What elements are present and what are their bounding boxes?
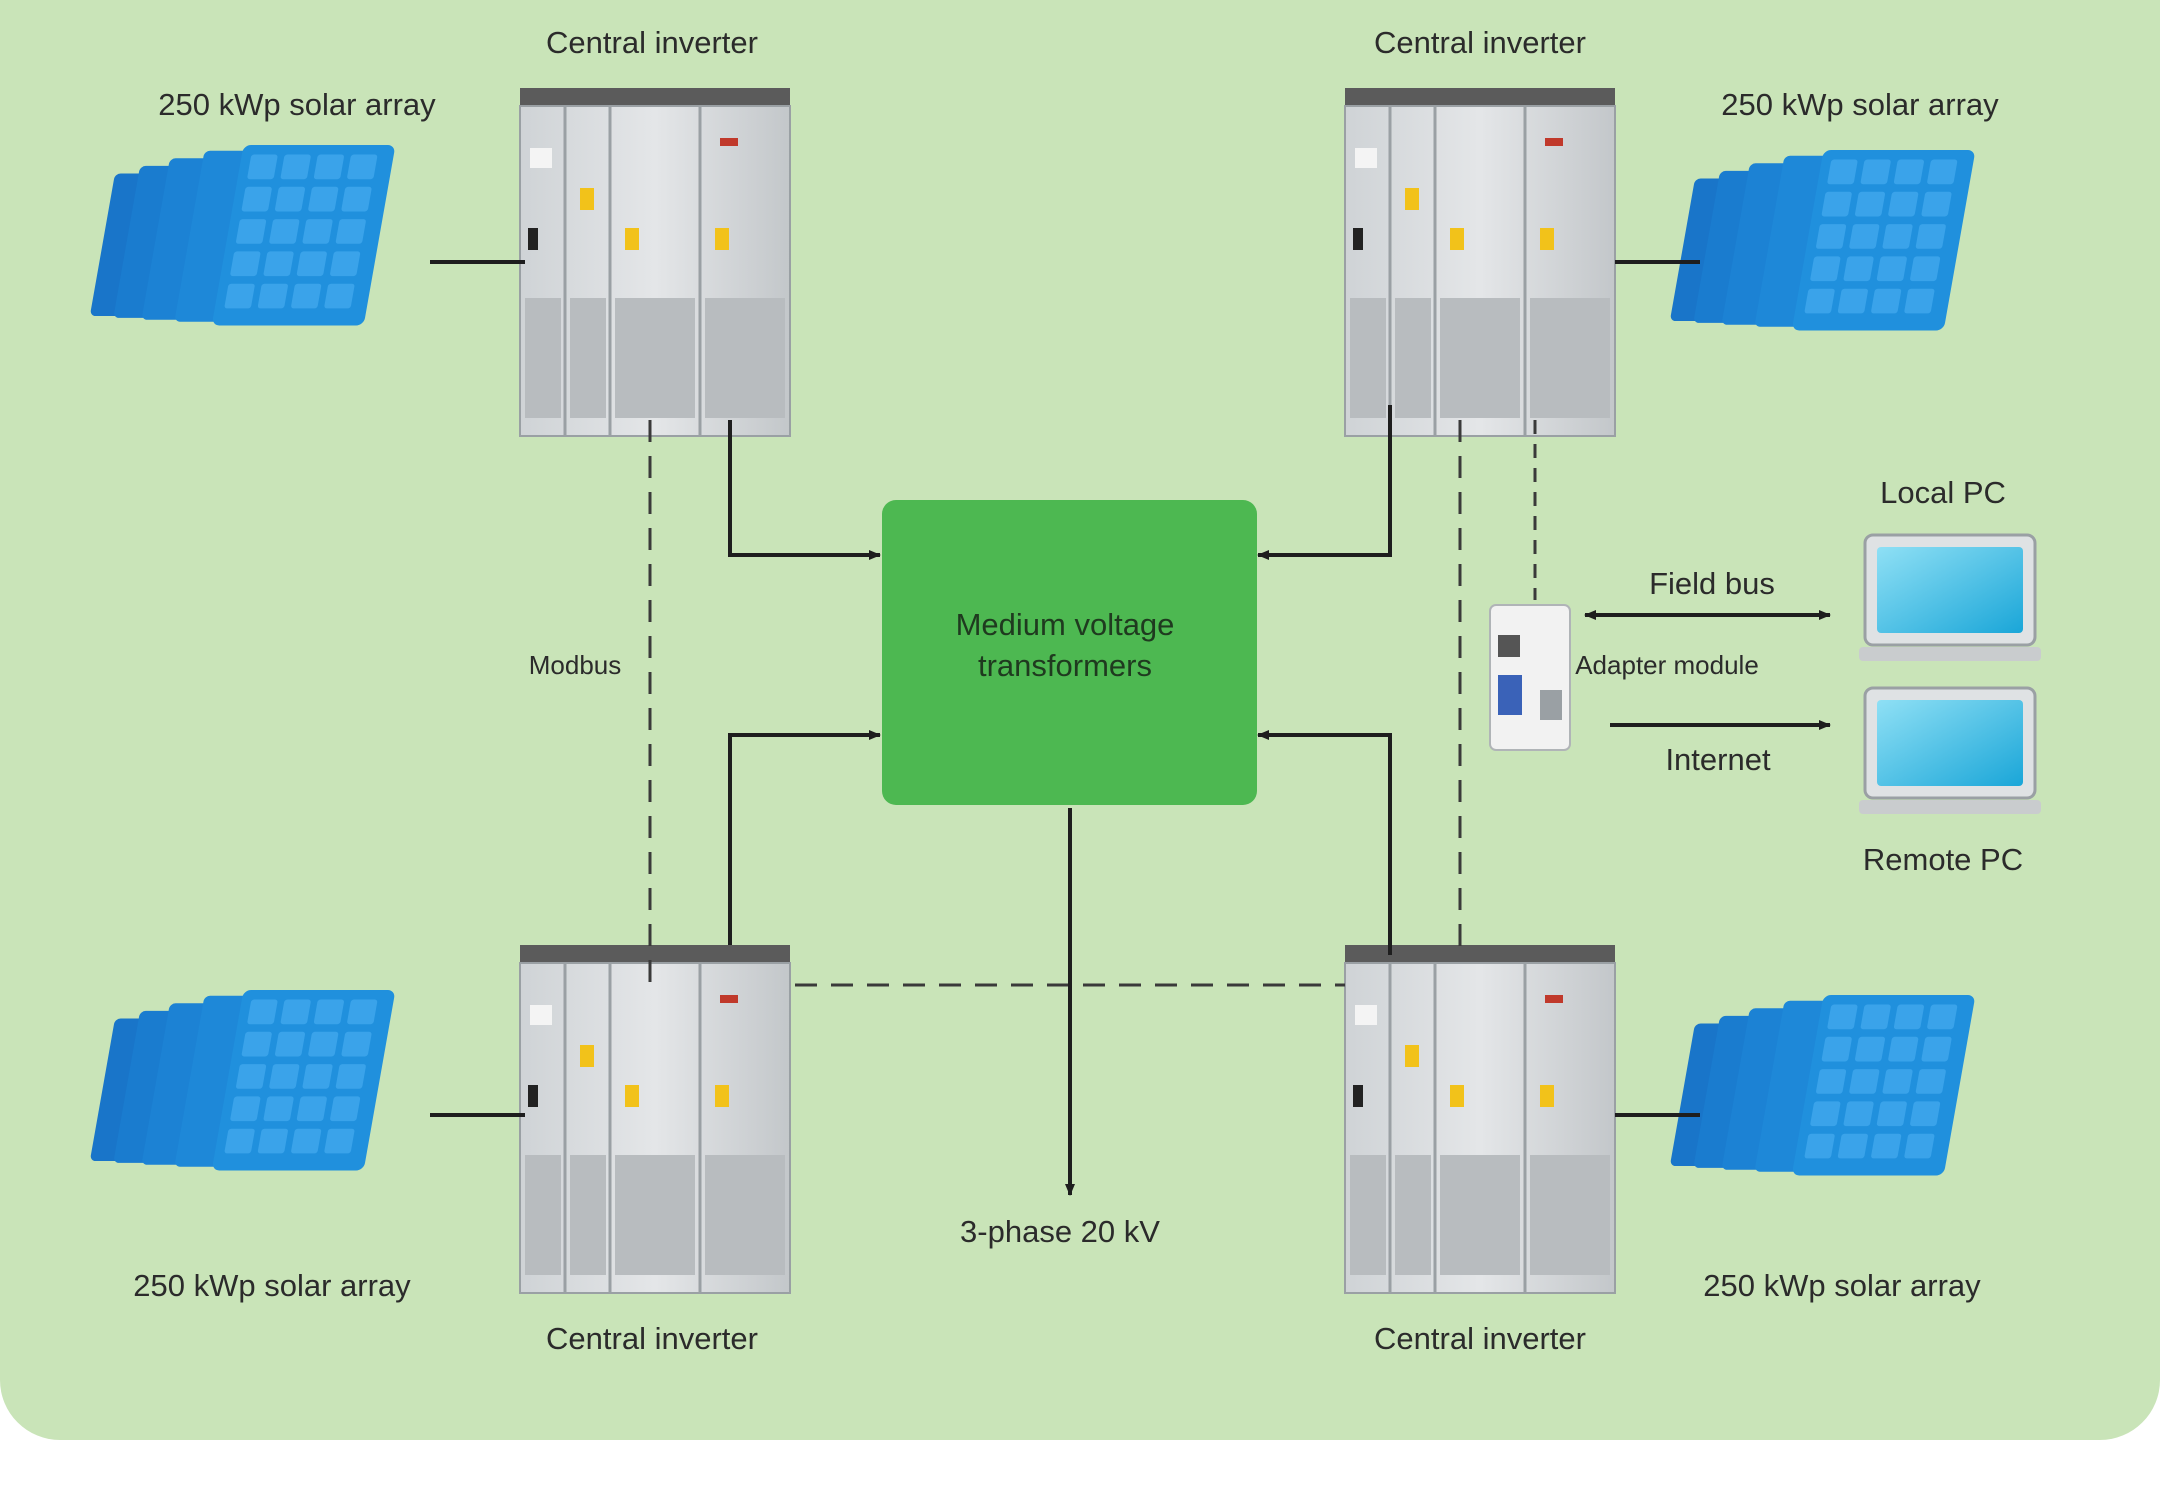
adapter-module-icon bbox=[1489, 604, 1571, 751]
inverter-cabinet-icon bbox=[1343, 86, 1617, 438]
adapter-module-label: Adapter module bbox=[1575, 650, 1759, 680]
array-label-bottom-right: 250 kWp solar array bbox=[1703, 1268, 1981, 1303]
inverter-label-bottom-right: Central inverter bbox=[1374, 1321, 1586, 1356]
hub-label-line2: transformers bbox=[978, 648, 1152, 683]
array-label-top-left: 250 kWp solar array bbox=[158, 87, 436, 122]
inverter-label-top-right: Central inverter bbox=[1374, 25, 1586, 60]
ac-link-arrow bbox=[728, 420, 881, 560]
inverter-label-bottom-left: Central inverter bbox=[546, 1321, 758, 1356]
inverter-cabinet-icon bbox=[518, 943, 792, 1295]
array-label-top-right: 250 kWp solar array bbox=[1721, 87, 1999, 122]
diagram-background-cap bbox=[0, 0, 2160, 80]
array-label-bottom-left: 250 kWp solar array bbox=[133, 1268, 411, 1303]
ac-link-arrow bbox=[728, 730, 881, 945]
laptop-icon bbox=[1857, 686, 2043, 816]
ac-link-arrow bbox=[1257, 405, 1392, 560]
inverter-cabinet-icon bbox=[518, 86, 792, 438]
inverter-cabinet-icon bbox=[1343, 943, 1617, 1295]
output-label: 3-phase 20 kV bbox=[960, 1214, 1160, 1249]
remote-pc-label: Remote PC bbox=[1863, 842, 2023, 877]
local-pc-label: Local PC bbox=[1880, 475, 2006, 510]
laptop-icon bbox=[1857, 533, 2043, 663]
modbus-label: Modbus bbox=[529, 650, 622, 680]
field-bus-label: Field bus bbox=[1649, 566, 1775, 601]
internet-label: Internet bbox=[1665, 742, 1771, 777]
hub-label-line1: Medium voltage bbox=[956, 607, 1175, 642]
medium-voltage-transformers-box bbox=[882, 500, 1257, 805]
ac-link-arrow bbox=[1257, 730, 1392, 955]
inverter-label-top-left: Central inverter bbox=[546, 25, 758, 60]
